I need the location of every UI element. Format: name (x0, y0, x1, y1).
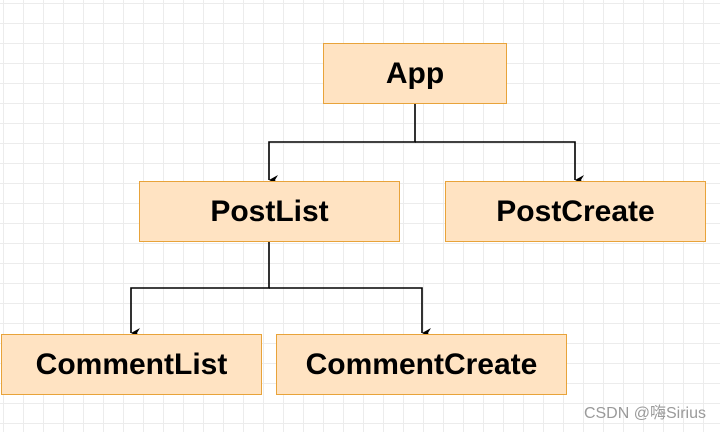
edge-app-postcreate (415, 141, 584, 185)
node-label: CommentCreate (305, 347, 538, 381)
edge-postlist-commentcreate (269, 287, 431, 338)
node-postlist[interactable]: PostList (139, 181, 400, 242)
node-label: App (385, 56, 445, 90)
edge-app-postlist (268, 104, 416, 185)
node-label: CommentList (35, 347, 228, 381)
edge-postlist-commentlist (130, 242, 270, 338)
node-label: PostList (210, 194, 329, 228)
node-commentlist[interactable]: CommentList (1, 334, 262, 395)
node-postcreate[interactable]: PostCreate (445, 181, 706, 242)
node-commentcreate[interactable]: CommentCreate (276, 334, 567, 395)
node-label: PostCreate (496, 194, 655, 228)
node-app[interactable]: App (323, 43, 507, 104)
watermark: CSDN @嗨Sirius (583, 405, 706, 422)
